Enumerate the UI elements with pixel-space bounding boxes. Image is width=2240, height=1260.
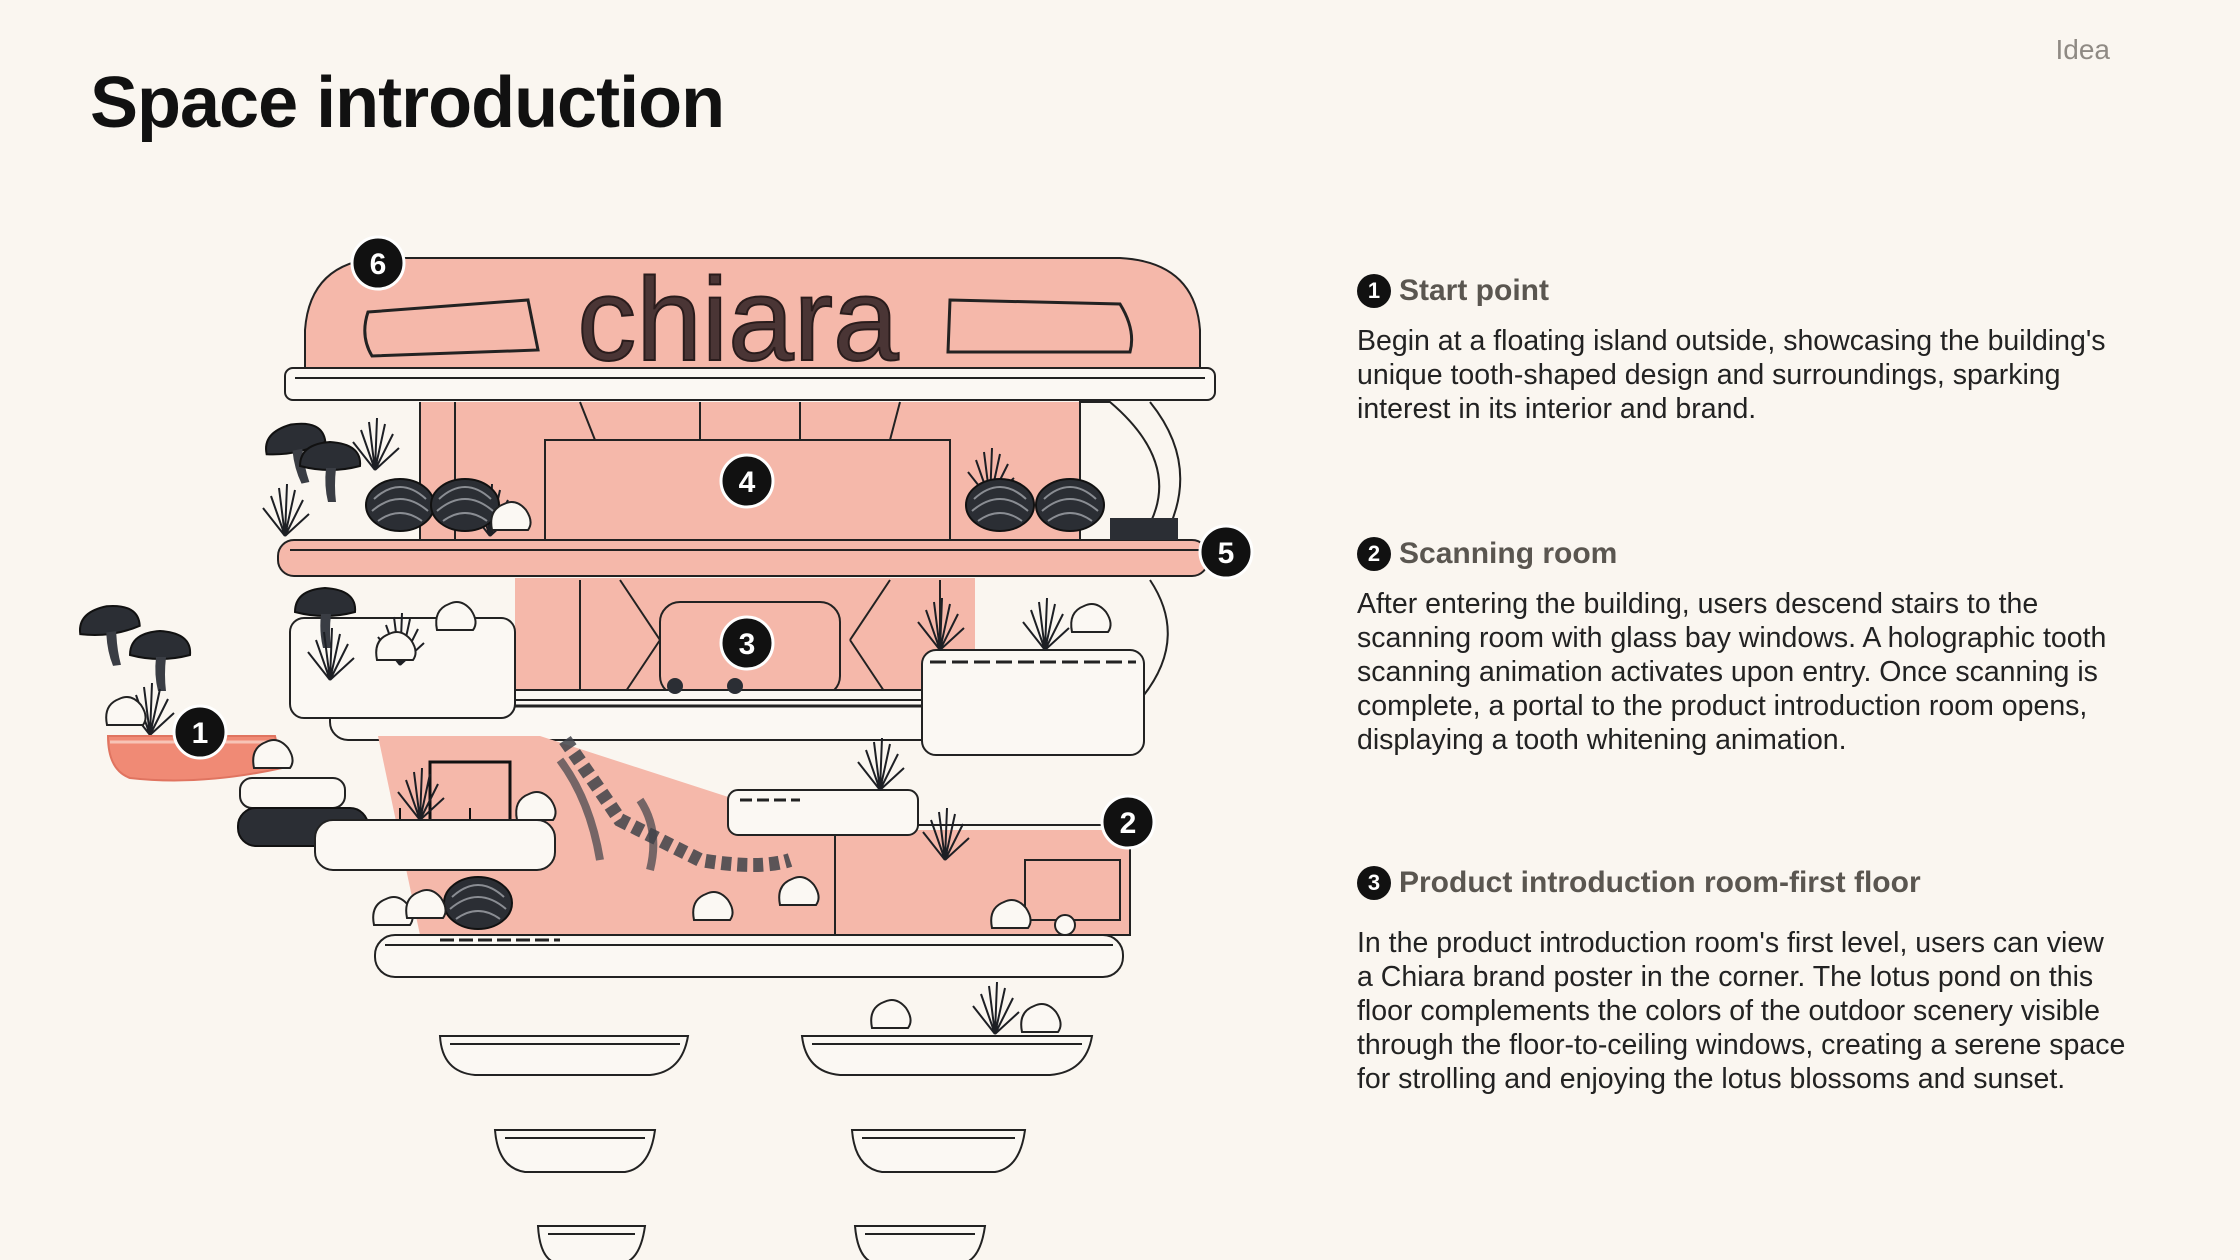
middle-floor bbox=[289, 578, 1169, 756]
description-start-point: 1 Start point Begin at a floating island… bbox=[1357, 274, 2127, 426]
svg-text:5: 5 bbox=[1218, 537, 1235, 570]
lower-floor bbox=[237, 735, 1131, 978]
section-tag: Idea bbox=[2055, 34, 2111, 65]
building-cutaway-illustration: chiara bbox=[75, 235, 1254, 1260]
description-body: After entering the building, users desce… bbox=[1357, 588, 2107, 756]
roof-sign: chiara bbox=[284, 253, 1216, 401]
number-badge: 2 bbox=[1357, 537, 1391, 571]
svg-text:6: 6 bbox=[370, 248, 387, 281]
svg-text:3: 3 bbox=[739, 628, 756, 661]
page-title: Space introduction bbox=[90, 63, 725, 143]
description-title: Product introduction room-first floor bbox=[1399, 866, 1921, 899]
description-title: Start point bbox=[1399, 274, 1549, 307]
marker-5[interactable]: 5 bbox=[1198, 524, 1254, 580]
description-title: Scanning room bbox=[1399, 537, 1618, 570]
svg-text:4: 4 bbox=[739, 466, 756, 499]
description-heading: 3 Product introduction room-first floor bbox=[1357, 866, 2127, 900]
description-body: Begin at a floating island outside, show… bbox=[1357, 325, 2106, 425]
svg-text:2: 2 bbox=[1120, 807, 1137, 840]
svg-text:1: 1 bbox=[192, 717, 209, 750]
number-badge: 3 bbox=[1357, 866, 1391, 900]
brand-sign-text: chiara bbox=[577, 254, 899, 386]
marker-2[interactable]: 2 bbox=[1100, 794, 1156, 850]
number-badge: 1 bbox=[1357, 274, 1391, 308]
floating-stepping-stones bbox=[438, 981, 1094, 1260]
description-heading: 2 Scanning room bbox=[1357, 537, 2127, 571]
marker-6[interactable]: 6 bbox=[350, 235, 406, 291]
marker-1[interactable]: 1 bbox=[172, 704, 228, 760]
marker-4[interactable]: 4 bbox=[719, 453, 775, 509]
marker-3[interactable]: 3 bbox=[719, 615, 775, 671]
description-heading: 1 Start point bbox=[1357, 274, 2127, 308]
description-product-introduction-room: 3 Product introduction room-first floor … bbox=[1357, 866, 2127, 1096]
description-body: In the product introduction room's first… bbox=[1357, 927, 2126, 1095]
description-scanning-room: 2 Scanning room After entering the build… bbox=[1357, 537, 2127, 757]
